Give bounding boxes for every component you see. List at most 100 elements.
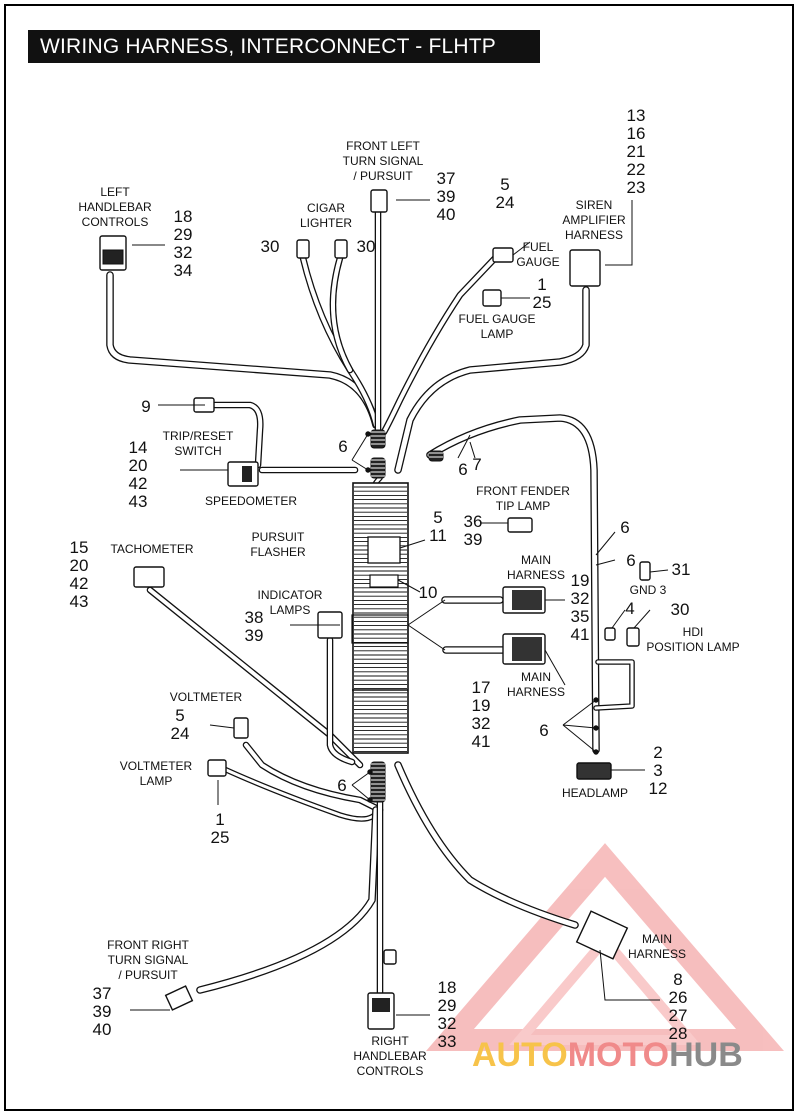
label-front_fender-0: FRONT FENDER xyxy=(476,484,570,498)
leader-line-21 xyxy=(544,649,566,686)
callout-right_handlebar-2: 32 xyxy=(438,1014,457,1033)
label-indicator_lamps-1: LAMPS xyxy=(270,603,311,617)
callout-front_right_turn-1: 39 xyxy=(93,1002,112,1021)
callout-voltmeter_lamp-1: 25 xyxy=(211,828,230,847)
callout-front_fender-0: 36 xyxy=(464,512,483,531)
callout-indicator_lamps-0: 38 xyxy=(245,608,264,627)
label-front_fender-1: TIP LAMP xyxy=(496,499,550,513)
callout-siren-4: 23 xyxy=(627,178,646,197)
leader-line-22 xyxy=(611,609,626,629)
label-siren-0: SIREN xyxy=(576,198,613,212)
callout-left_handlebar-3: 34 xyxy=(174,261,193,280)
callout-front_left_turn-0: 37 xyxy=(437,169,456,188)
callout-pursuit_flasher-1: 11 xyxy=(429,526,447,545)
callout-speedometer-3: 43 xyxy=(129,492,148,511)
leader-line-26 xyxy=(562,699,597,726)
corrugated-clip-bottom xyxy=(370,761,386,803)
leader-line-18 xyxy=(407,599,446,626)
callout-left_handlebar-0: 18 xyxy=(174,207,193,226)
front-left-turn-connector xyxy=(370,189,388,213)
hdi-bulb-socket xyxy=(604,627,616,641)
hdi-position-lamp xyxy=(626,627,640,647)
label-hdi_position-1: POSITION LAMP xyxy=(646,640,739,654)
label-voltmeter-0: VOLTMETER xyxy=(170,690,243,704)
callout-hdi_b-0: 30 xyxy=(671,600,690,619)
wire-indicator xyxy=(326,636,356,766)
leader-line-5 xyxy=(605,200,633,266)
wire-cigar-right xyxy=(329,254,354,374)
label-right_handlebar-1: HANDLEBAR xyxy=(353,1049,427,1063)
callout-siren-2: 21 xyxy=(627,142,646,161)
front-right-turn-connector xyxy=(164,985,194,1011)
leader-line-16 xyxy=(649,569,669,573)
label-left_handlebar-1: HANDLEBAR xyxy=(78,200,152,214)
label-headlamp-0: HEADLAMP xyxy=(562,786,628,800)
callout-main_harness_3-2: 27 xyxy=(669,1006,688,1025)
tachometer-connector xyxy=(133,566,165,588)
callout-headlamp-2: 12 xyxy=(649,779,668,798)
label-front_right_turn-2: / PURSUIT xyxy=(118,968,178,982)
wire-front-right-turn xyxy=(196,806,380,994)
label-gnd3-0: GND 3 xyxy=(630,583,667,597)
page-title: WIRING HARNESS, INTERCONNECT - FLHTP xyxy=(28,30,540,63)
watermark-text: AUTOMOTOHUB xyxy=(472,1036,743,1074)
callout-front_right_turn-2: 40 xyxy=(93,1020,112,1039)
leader-line-28 xyxy=(562,724,597,753)
label-main_harness_3-1: HARNESS xyxy=(628,947,686,961)
callout-cigar_left-0: 30 xyxy=(261,237,280,256)
callout-main_harness_3-3: 28 xyxy=(669,1024,688,1043)
label-indicator_lamps-0: INDICATOR xyxy=(258,588,323,602)
callout-front_right_turn-0: 37 xyxy=(93,984,112,1003)
arrow-tip-4 xyxy=(593,749,599,755)
label-trip_reset-1: SWITCH xyxy=(174,444,221,458)
leader-line-12 xyxy=(457,434,471,459)
wire-siren xyxy=(394,286,590,474)
leader-line-31 xyxy=(351,784,371,801)
label-front_right_turn-0: FRONT RIGHT xyxy=(107,938,189,952)
label-trip_reset-0: TRIP/RESET xyxy=(163,429,234,443)
leader-line-3 xyxy=(512,241,531,256)
label-right_handlebar-0: RIGHT xyxy=(371,1034,409,1048)
leader-lines xyxy=(130,199,669,1016)
leader-line-9 xyxy=(397,579,421,593)
label-front_left_turn-2: / PURSUIT xyxy=(353,169,413,183)
callout-trip_reset-0: 9 xyxy=(141,397,150,416)
callout-voltmeter_lamp-0: 1 xyxy=(215,810,224,829)
callout-main_harness_1-2: 35 xyxy=(571,607,590,626)
wire-voltmeter-lamp xyxy=(219,765,381,822)
label-front_left_turn-1: TURN SIGNAL xyxy=(343,154,424,168)
leader-line-11 xyxy=(351,459,369,471)
leader-line-8 xyxy=(399,539,426,549)
callout-tachometer-2: 42 xyxy=(70,574,89,593)
leader-line-27 xyxy=(562,724,597,729)
leader-line-24 xyxy=(209,724,235,729)
corrugated-clip-top-a xyxy=(370,429,386,449)
front-fender-tip-lamp-connector xyxy=(507,517,533,533)
callout-fuel_gauge_lamp-0: 1 xyxy=(537,275,546,294)
right-handlebar-sleeve xyxy=(383,949,397,965)
label-speedometer-0: SPEEDOMETER xyxy=(205,494,297,508)
callout-hdi_a-0: 4 xyxy=(625,599,634,618)
cigar-lighter-connector-right xyxy=(334,239,348,259)
page-border xyxy=(4,4,794,1111)
voltmeter-lamp-connector xyxy=(207,759,227,777)
callout-front_fender-1: 39 xyxy=(464,530,483,549)
callout-fuel_gauge-1: 24 xyxy=(496,193,515,212)
callout-voltmeter-1: 24 xyxy=(171,724,190,743)
label-main_harness_2-1: HARNESS xyxy=(507,685,565,699)
leader-line-23 xyxy=(633,609,651,629)
callout-left_handlebar-2: 32 xyxy=(174,243,193,262)
callout-flasher_bracket-0: 10 xyxy=(419,583,438,602)
voltmeter-connector xyxy=(233,717,249,739)
gnd3-terminal xyxy=(639,561,651,581)
label-main_harness_2-0: MAIN xyxy=(521,670,551,684)
label-voltmeter_lamp-1: LAMP xyxy=(140,774,173,788)
callout-headlamp-0: 2 xyxy=(653,743,662,762)
leader-line-14 xyxy=(595,531,616,556)
label-left_handlebar-2: CONTROLS xyxy=(82,215,149,229)
label-front_right_turn-1: TURN SIGNAL xyxy=(108,953,189,967)
label-right_handlebar-2: CONTROLS xyxy=(357,1064,424,1078)
arrow-tip-2 xyxy=(593,697,599,703)
